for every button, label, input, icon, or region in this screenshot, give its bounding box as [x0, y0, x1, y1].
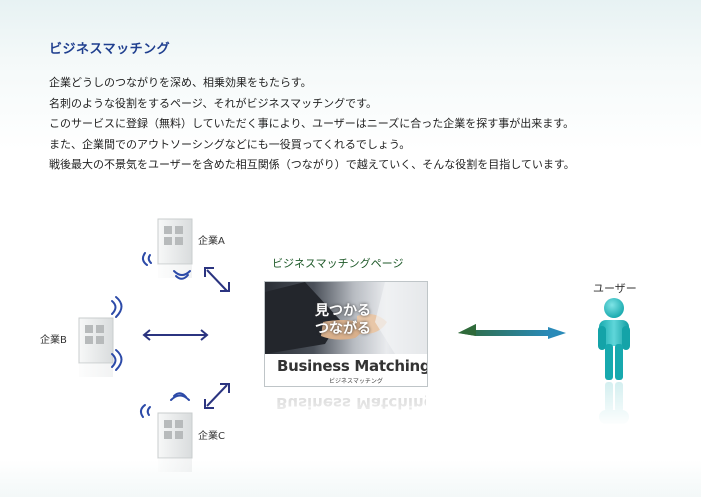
intro-line: 戦後最大の不景気をユーザーを含めた相互関係（つながり）で越えていく、そんな役割を… — [49, 158, 575, 171]
banner-logo: Business Matching ビジネスマッチング — [265, 354, 427, 386]
double-arrow-icon — [204, 383, 230, 409]
company-a-label: 企業A — [198, 236, 225, 247]
double-arrow-icon — [142, 329, 209, 341]
user-icon — [590, 298, 640, 427]
banner-catchphrase: 見つかる つながる — [315, 302, 371, 338]
user-label: ユーザー — [593, 282, 637, 295]
signal-icon — [139, 392, 190, 418]
intro-line: また、企業間でのアウトソーシングなどにも一役買ってくれるでしょう。 — [49, 137, 411, 151]
handshake-image: 見つかる つながる — [265, 282, 427, 354]
handshake-icon — [265, 282, 427, 354]
double-arrow-icon — [204, 267, 230, 292]
building-icon-company-a — [157, 218, 193, 278]
reflection-text: Business Matching — [276, 394, 426, 412]
intro-line: このサービスに登録（無料）していただく事により、ユーザーはニーズに合った企業を探… — [49, 117, 575, 130]
signal-icon — [111, 296, 123, 371]
banner-reflection: Business Matching — [264, 388, 426, 428]
intro-text: 企業どうしのつながりを深め、相乗効果をもたらす。 名刺のような役割をするページ、… — [49, 73, 689, 176]
company-b-label: 企業B — [40, 335, 67, 346]
catch-line: つながる — [315, 321, 371, 337]
building-icon-company-c — [157, 412, 193, 472]
company-c-label: 企業C — [198, 431, 225, 442]
logo-text-en: Business Matching — [277, 357, 428, 375]
section-heading: ビジネスマッチング — [49, 42, 171, 57]
building-icon-company-b — [78, 317, 114, 377]
matching-page-title: ビジネスマッチングページ — [272, 257, 404, 270]
gradient-arrow-icon — [458, 324, 566, 339]
logo-text-ja: ビジネスマッチング — [329, 378, 383, 385]
intro-line: 企業どうしのつながりを深め、相乗効果をもたらす。 — [49, 76, 312, 89]
catch-line: 見つかる — [315, 303, 371, 319]
intro-line: 名刺のような役割をするページ、それがビジネスマッチングです。 — [49, 96, 378, 110]
signal-icon — [141, 252, 191, 280]
business-matching-banner[interactable]: 見つかる つながる Business Matching ビジネスマッチング — [264, 281, 428, 387]
